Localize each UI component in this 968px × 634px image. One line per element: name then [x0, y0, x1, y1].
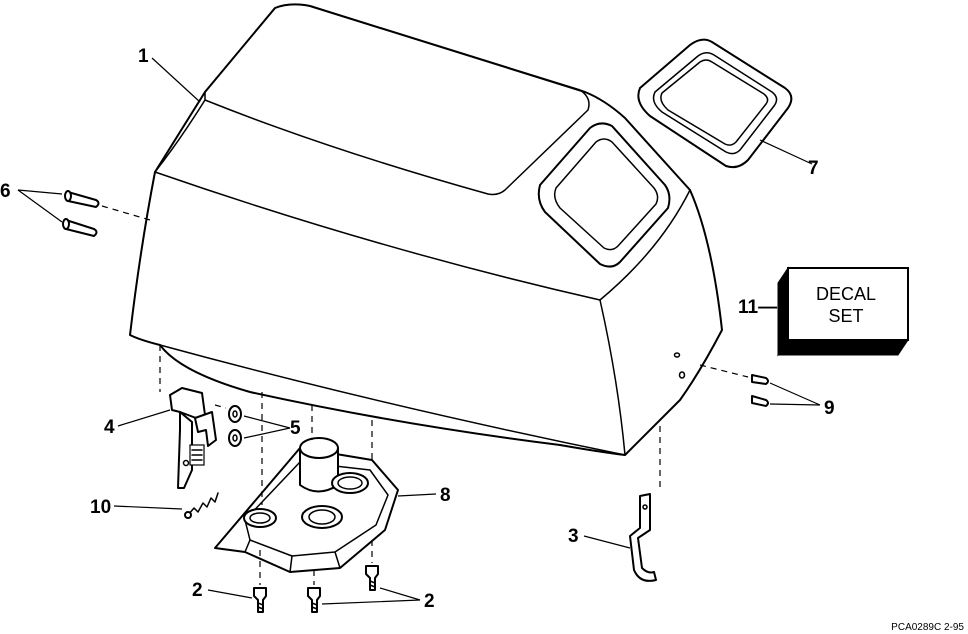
callout-6: 6	[0, 181, 11, 202]
hinge-bracket	[159, 345, 227, 489]
callout-labels: 1 6 7 11— 4 5 9 10 8 3 2 2	[0, 46, 835, 612]
engine-cover	[129, 3, 723, 456]
callout-7: 7	[808, 158, 819, 179]
callout-11: 11—	[738, 297, 777, 318]
decal-set-box: DECAL SET	[777, 266, 909, 357]
window-seal	[637, 38, 793, 169]
callout-1: 1	[138, 46, 149, 67]
hook-bracket	[629, 426, 661, 582]
callout-2-left: 2	[192, 580, 203, 601]
decal-label-line1: DECAL	[816, 284, 876, 304]
callout-9: 9	[824, 398, 835, 419]
washers	[228, 405, 242, 447]
leader-lines	[17, 57, 821, 605]
decal-label-line2: SET	[828, 306, 863, 326]
drawing-code: PCA0289C 2-95	[891, 622, 964, 633]
lower-pan	[214, 392, 399, 573]
callout-4: 4	[104, 417, 115, 438]
callout-3: 3	[568, 526, 579, 547]
callout-10: 10	[90, 497, 111, 518]
callout-8: 8	[440, 485, 451, 506]
callout-5: 5	[290, 418, 301, 439]
spring	[184, 492, 219, 519]
callout-2-right: 2	[424, 591, 435, 612]
pins-left	[62, 190, 151, 237]
screws	[253, 540, 379, 613]
pins-right	[699, 364, 769, 407]
